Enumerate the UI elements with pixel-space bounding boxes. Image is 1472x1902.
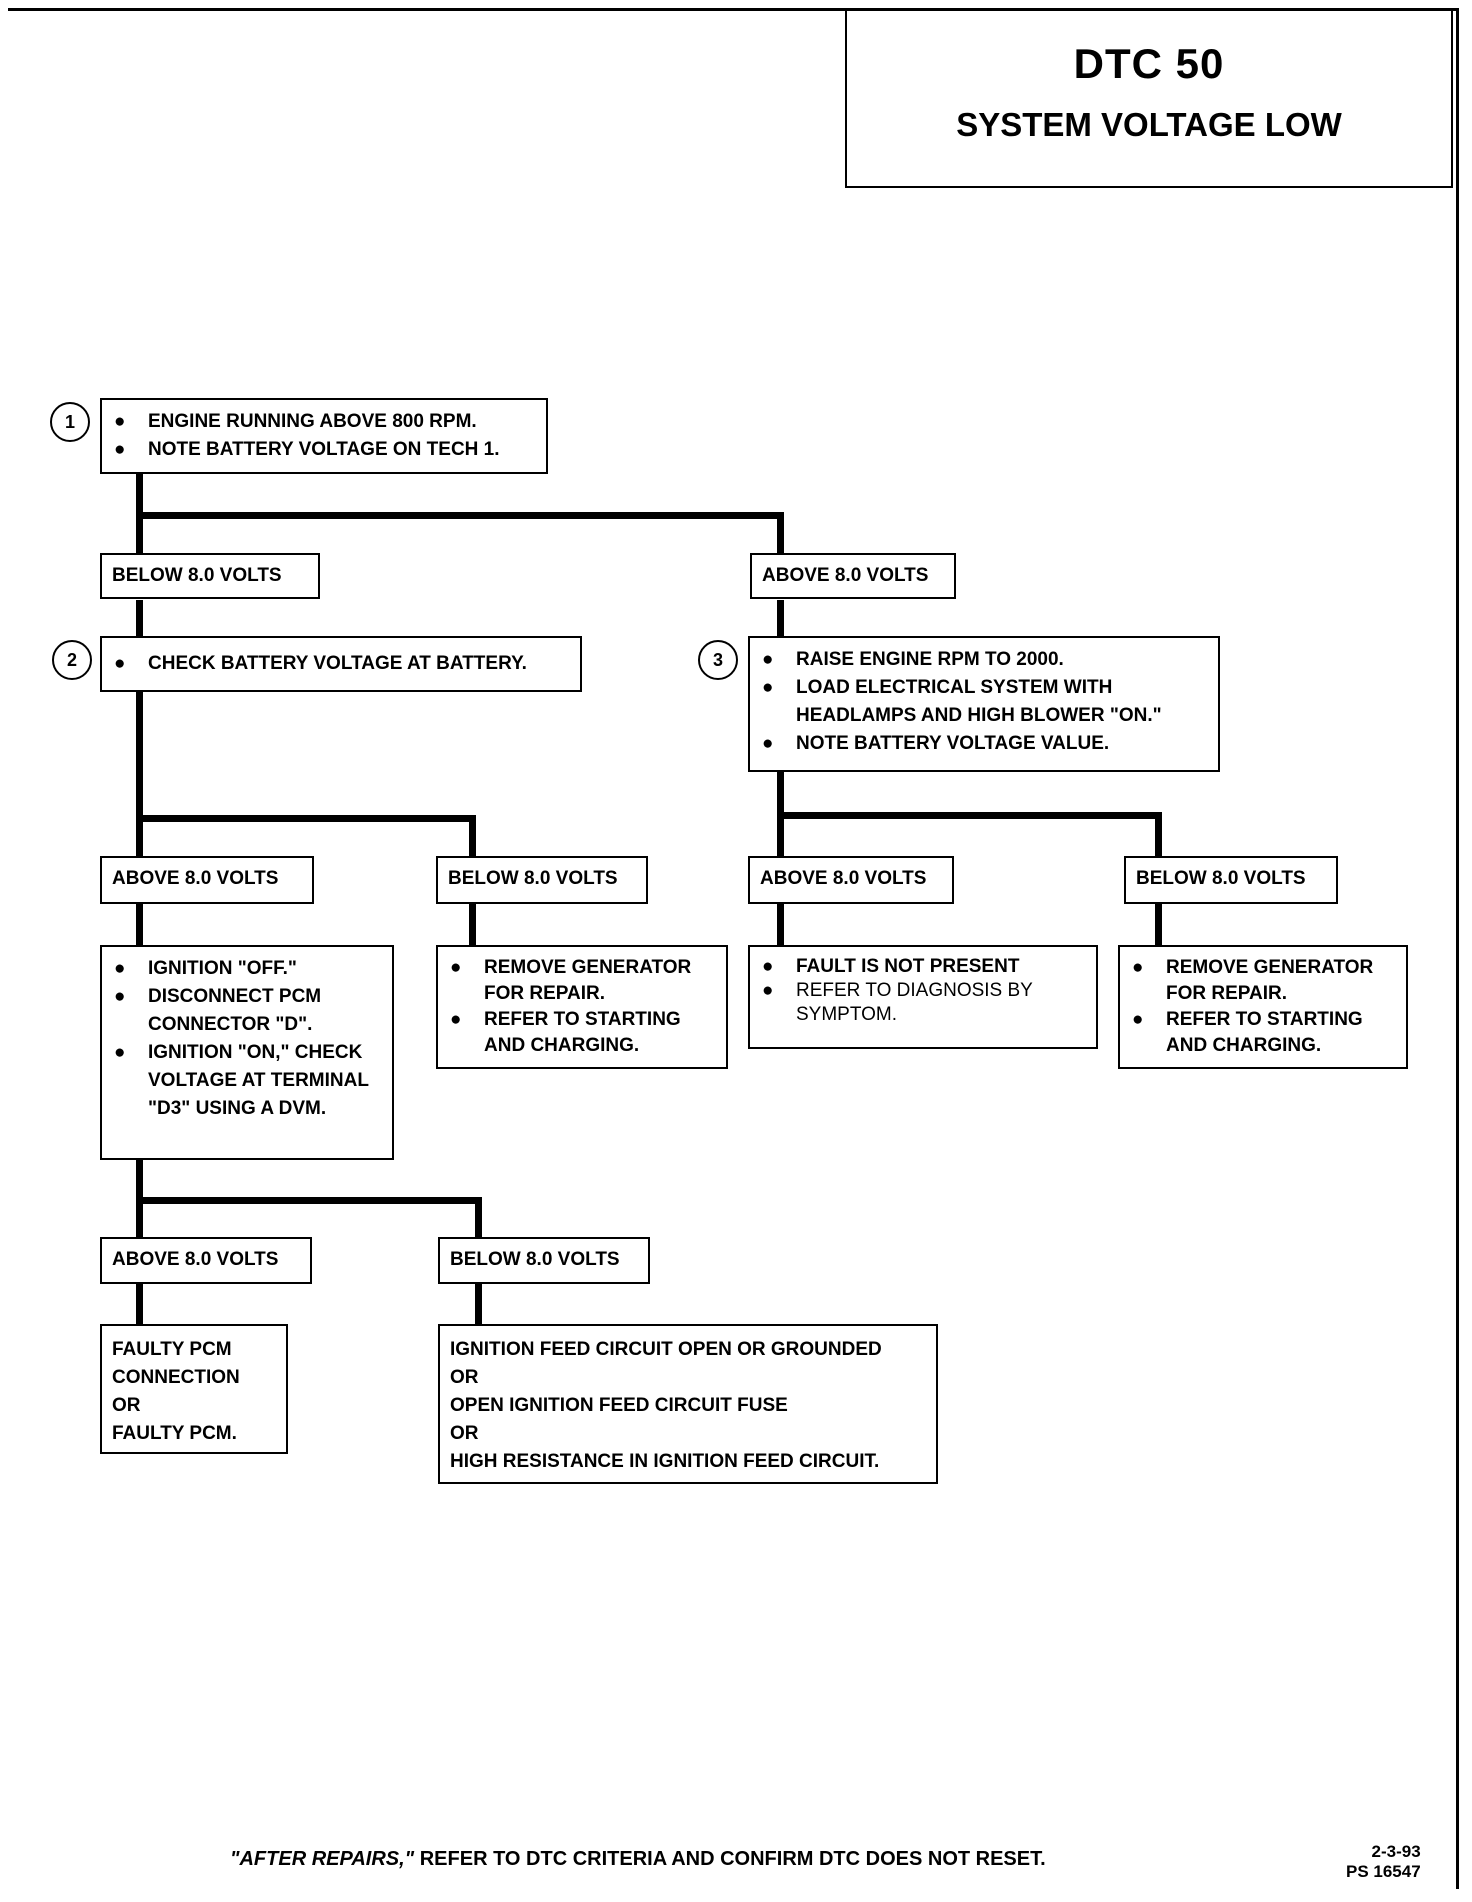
faulty-pcm-box: FAULTY PCM CONNECTION OR FAULTY PCM. <box>100 1324 288 1454</box>
connector <box>777 903 784 945</box>
connector <box>777 812 1162 819</box>
connector <box>136 1283 143 1326</box>
connector <box>136 512 784 519</box>
ignition-feed-box: IGNITION FEED CIRCUIT OPEN OR GROUNDED O… <box>438 1324 938 1484</box>
generator-repair-box: ●REMOVE GENERATOR FOR REPAIR. ●REFER TO … <box>1118 945 1408 1069</box>
list-item: ●NOTE BATTERY VOLTAGE VALUE. <box>762 733 1110 754</box>
list-item: ●DISCONNECT PCM CONNECTOR "D". <box>114 986 322 1035</box>
list-item: ●REMOVE GENERATOR FOR REPAIR. <box>1132 957 1374 1004</box>
list-item: ●REFER TO DIAGNOSIS BY SYMPTOM. <box>762 980 1033 1025</box>
page-frame <box>8 8 1459 1889</box>
result-line: OR <box>112 1395 141 1416</box>
result-line: IGNITION FEED CIRCUIT OPEN OR GROUNDED <box>450 1339 882 1360</box>
connector <box>469 815 476 860</box>
result-line: OR <box>450 1423 479 1444</box>
branch-label: ABOVE 8.0 VOLTS <box>100 856 314 904</box>
connector <box>1155 903 1162 945</box>
list-item: ●RAISE ENGINE RPM TO 2000. <box>762 649 1064 670</box>
list-item: ●ENGINE RUNNING ABOVE 800 RPM. <box>114 411 477 432</box>
connector <box>469 903 476 947</box>
page-title: DTC 50 <box>1073 40 1225 87</box>
step-number-3: 3 <box>698 640 738 680</box>
list-item: ●CHECK BATTERY VOLTAGE AT BATTERY. <box>114 653 527 674</box>
list-item: ●REFER TO STARTING AND CHARGING. <box>1132 1009 1363 1056</box>
list-item: ●REMOVE GENERATOR FOR REPAIR. <box>450 957 692 1004</box>
connector <box>475 1197 482 1242</box>
step-1-box: ●ENGINE RUNNING ABOVE 800 RPM. ●NOTE BAT… <box>100 398 548 474</box>
result-line: FAULTY PCM. <box>112 1423 237 1444</box>
connector <box>475 1283 482 1326</box>
footer-note: "AFTER REPAIRS," REFER TO DTC CRITERIA A… <box>230 1848 1046 1870</box>
connector <box>136 1197 482 1204</box>
branch-label: BELOW 8.0 VOLTS <box>1124 856 1338 904</box>
connector <box>136 815 476 822</box>
result-line: CONNECTION <box>112 1367 240 1388</box>
fault-not-present-box: ●FAULT IS NOT PRESENT ●REFER TO DIAGNOSI… <box>748 945 1098 1049</box>
step-3-box: ●RAISE ENGINE RPM TO 2000. ●LOAD ELECTRI… <box>748 636 1220 772</box>
step-2-box: ●CHECK BATTERY VOLTAGE AT BATTERY. <box>100 636 582 692</box>
connector <box>136 600 143 640</box>
generator-repair-box: ●REMOVE GENERATOR FOR REPAIR. ●REFER TO … <box>436 945 728 1069</box>
branch-label: BELOW 8.0 VOLTS <box>438 1237 650 1284</box>
result-line: FAULTY PCM <box>112 1339 232 1360</box>
branch-label: BELOW 8.0 VOLTS <box>100 553 320 599</box>
connector <box>136 690 143 860</box>
page-subtitle: SYSTEM VOLTAGE LOW <box>956 106 1342 143</box>
step-number-2: 2 <box>52 640 92 680</box>
connector <box>777 600 784 640</box>
result-line: OPEN IGNITION FEED CIRCUIT FUSE <box>450 1395 788 1416</box>
step-number-1: 1 <box>50 402 90 442</box>
branch-label: ABOVE 8.0 VOLTS <box>100 1237 312 1284</box>
branch-label: ABOVE 8.0 VOLTS <box>750 553 956 599</box>
ignition-check-box: ●IGNITION "OFF." ●DISCONNECT PCM CONNECT… <box>100 945 394 1160</box>
list-item: ●IGNITION "OFF." <box>114 958 297 979</box>
result-line: OR <box>450 1367 479 1388</box>
connector <box>1155 812 1162 860</box>
list-item: ●IGNITION "ON," CHECK VOLTAGE AT TERMINA… <box>114 1042 369 1119</box>
list-item: ●LOAD ELECTRICAL SYSTEM WITH HEADLAMPS A… <box>762 677 1162 726</box>
list-item: ●REFER TO STARTING AND CHARGING. <box>450 1009 681 1056</box>
title-box: DTC 50 SYSTEM VOLTAGE LOW <box>845 8 1453 188</box>
branch-label: ABOVE 8.0 VOLTS <box>748 856 954 904</box>
branch-label: BELOW 8.0 VOLTS <box>436 856 648 904</box>
result-line: HIGH RESISTANCE IN IGNITION FEED CIRCUIT… <box>450 1451 880 1472</box>
document-id: 2-3-93 PS 16547 <box>1346 1842 1421 1881</box>
connector <box>777 512 784 560</box>
list-item: ●NOTE BATTERY VOLTAGE ON TECH 1. <box>114 439 500 460</box>
connector <box>136 903 143 947</box>
list-item: ●FAULT IS NOT PRESENT <box>762 956 1020 977</box>
